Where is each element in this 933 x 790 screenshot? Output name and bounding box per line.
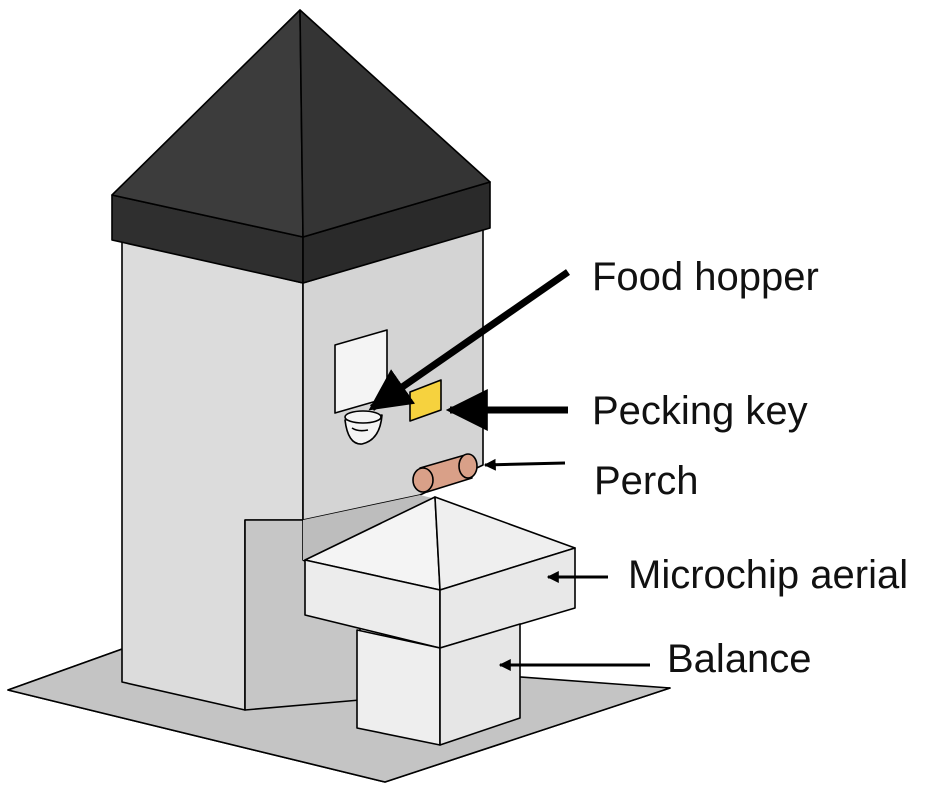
food-hopper-arrow <box>368 269 570 411</box>
food-hopper-label: Food hopper <box>592 255 819 299</box>
aerial-side-right <box>439 547 576 649</box>
roof-right <box>299 9 491 238</box>
perch-arrow <box>483 458 566 471</box>
pecking-key-icon <box>409 379 442 422</box>
perch-icon <box>412 453 478 493</box>
food-hopper-icon <box>344 410 383 445</box>
balance-left <box>356 629 441 746</box>
pecking-key-label: Pecking key <box>592 389 808 433</box>
balance-label: Balance <box>667 637 812 681</box>
perch-label: Perch <box>594 459 699 503</box>
balance-right <box>439 623 521 746</box>
microchip-aerial-label: Microchip aerial <box>628 553 908 597</box>
